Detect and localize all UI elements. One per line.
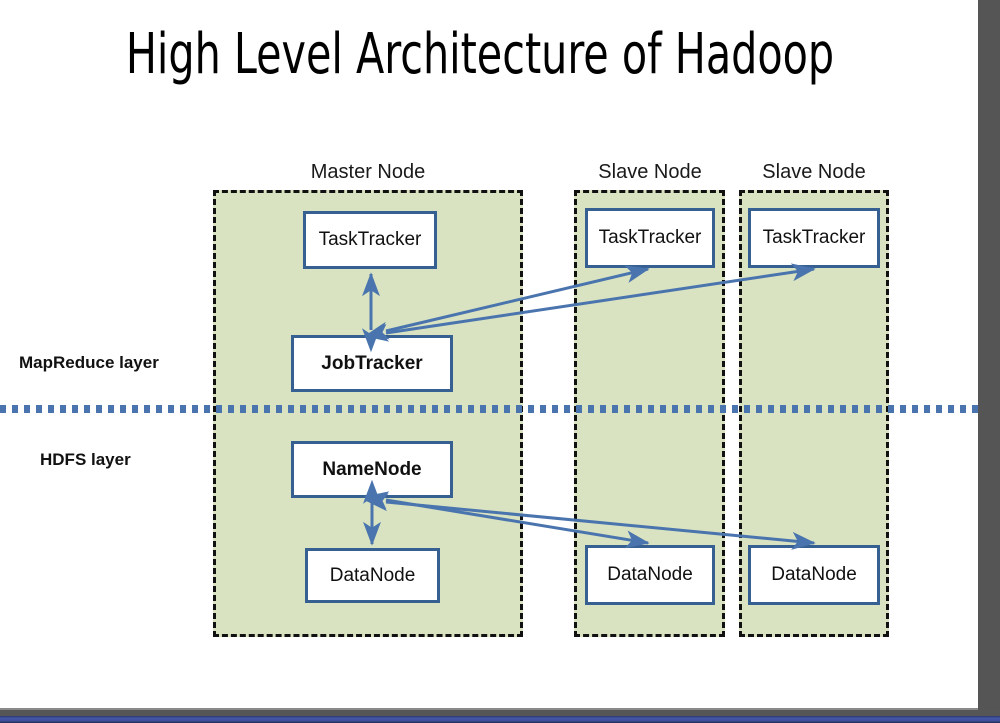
box-master-jobtracker[interactable]: JobTracker xyxy=(291,335,453,392)
mapreduce-layer-label: MapReduce layer xyxy=(19,353,159,372)
column-caption-master: Master Node xyxy=(310,161,426,183)
box-master-tasktracker[interactable]: TaskTracker xyxy=(303,211,437,269)
box-slave2-datanode[interactable]: DataNode xyxy=(748,545,880,605)
box-master-namenode[interactable]: NameNode xyxy=(291,441,453,498)
box-slave1-datanode[interactable]: DataNode xyxy=(585,545,715,605)
box-slave1-tasktracker[interactable]: TaskTracker xyxy=(585,208,715,268)
page-title: High Level Architecture of Hadoop xyxy=(125,22,835,87)
window-hairline xyxy=(0,708,978,710)
layer-divider xyxy=(0,405,978,413)
box-slave2-tasktracker[interactable]: TaskTracker xyxy=(748,208,880,268)
box-master-datanode[interactable]: DataNode xyxy=(305,548,440,603)
window-right-chrome xyxy=(978,0,1000,710)
hdfs-layer-label: HDFS layer xyxy=(40,450,131,469)
window-taskbar-accent xyxy=(0,716,1000,723)
column-caption-slave-1: Slave Node xyxy=(598,161,702,183)
column-caption-slave-2: Slave Node xyxy=(762,161,866,183)
